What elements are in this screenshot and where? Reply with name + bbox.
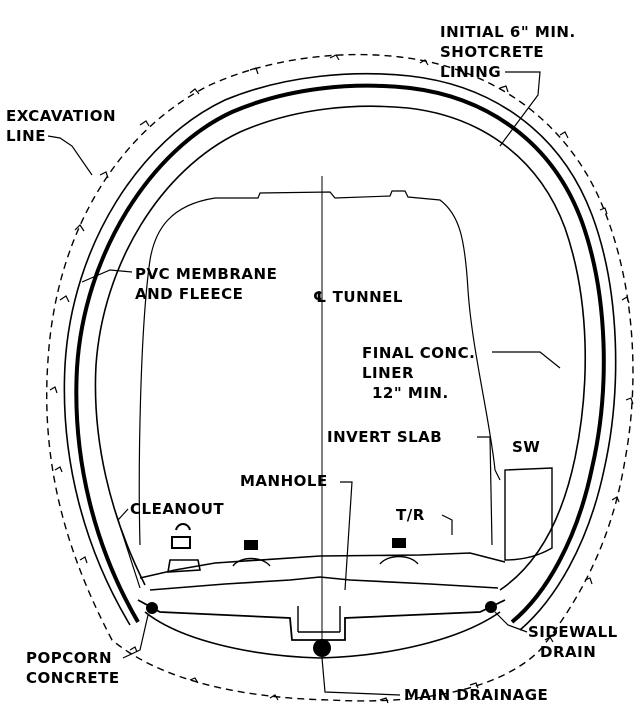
label-shotcrete: INITIAL 6" MIN. SHOTCRETE LINING (440, 23, 576, 81)
sw-box (504, 467, 553, 561)
svg-text:LINER: LINER (362, 364, 414, 382)
leader-popcorn (122, 614, 149, 659)
leader-cleanout (117, 508, 141, 589)
label-tr: T/R (396, 506, 425, 524)
label-excavation-line: EXCAVATION LINE (6, 107, 116, 145)
sidewall-drain-right (485, 601, 497, 613)
leader-shotcrete (499, 71, 541, 147)
label-final-liner: FINAL CONC. LINER 12" MIN. (362, 344, 475, 402)
invert-slab (139, 552, 506, 591)
leader-main-drainage (321, 657, 401, 696)
leader-sidewall-drain (494, 611, 528, 633)
svg-text:CONCRETE: CONCRETE (26, 669, 120, 687)
svg-text:FINAL CONC.: FINAL CONC. (362, 344, 475, 362)
final-concrete-liner (94, 105, 587, 591)
svg-text:SHOTCRETE: SHOTCRETE (440, 43, 544, 61)
pvc-membrane (74, 83, 606, 624)
clearance-envelope (138, 190, 501, 546)
leader-final-liner (492, 351, 561, 369)
drain-channel (297, 606, 341, 633)
svg-text:LINING: LINING (440, 63, 501, 81)
label-invert-slab: INVERT SLAB (327, 428, 442, 446)
svg-text:SIDEWALL: SIDEWALL (528, 623, 618, 641)
label-sw: SW (512, 438, 540, 456)
leader-invert-slab (477, 436, 493, 546)
excavation-line (46, 53, 634, 702)
leader-tr (441, 514, 453, 535)
label-main-drainage: MAIN DRAINAGE (404, 686, 548, 704)
svg-text:POPCORN: POPCORN (26, 649, 112, 667)
sidewall-drain-left (146, 602, 158, 614)
svg-text:EXCAVATION: EXCAVATION (6, 107, 116, 125)
rail-left (232, 540, 271, 567)
leader-manhole (340, 481, 353, 591)
cleanout-fixture (167, 523, 201, 573)
label-pvc-membrane: PVC MEMBRANE AND FLEECE (135, 265, 277, 303)
svg-text:PVC MEMBRANE: PVC MEMBRANE (135, 265, 277, 283)
invert-bottom (144, 611, 501, 659)
leader-excavation (47, 135, 93, 176)
svg-text:12" MIN.: 12" MIN. (372, 384, 449, 402)
label-sidewall-drain: SIDEWALL DRAIN (528, 623, 618, 661)
rail-right (379, 538, 419, 565)
svg-text:DRAIN: DRAIN (540, 643, 596, 661)
label-popcorn-concrete: POPCORN CONCRETE (26, 649, 120, 687)
leader-pvc (81, 269, 133, 283)
rock-texture (49, 54, 634, 704)
shotcrete-lining (63, 72, 617, 631)
svg-text:LINE: LINE (6, 127, 46, 145)
svg-text:INITIAL 6" MIN.: INITIAL 6" MIN. (440, 23, 576, 41)
label-cleanout: CLEANOUT (130, 500, 224, 518)
main-drainage-pipe (313, 639, 331, 657)
label-manhole: MANHOLE (240, 472, 328, 490)
label-centerline: ℄ TUNNEL (313, 288, 403, 306)
svg-text:AND FLEECE: AND FLEECE (135, 285, 243, 303)
